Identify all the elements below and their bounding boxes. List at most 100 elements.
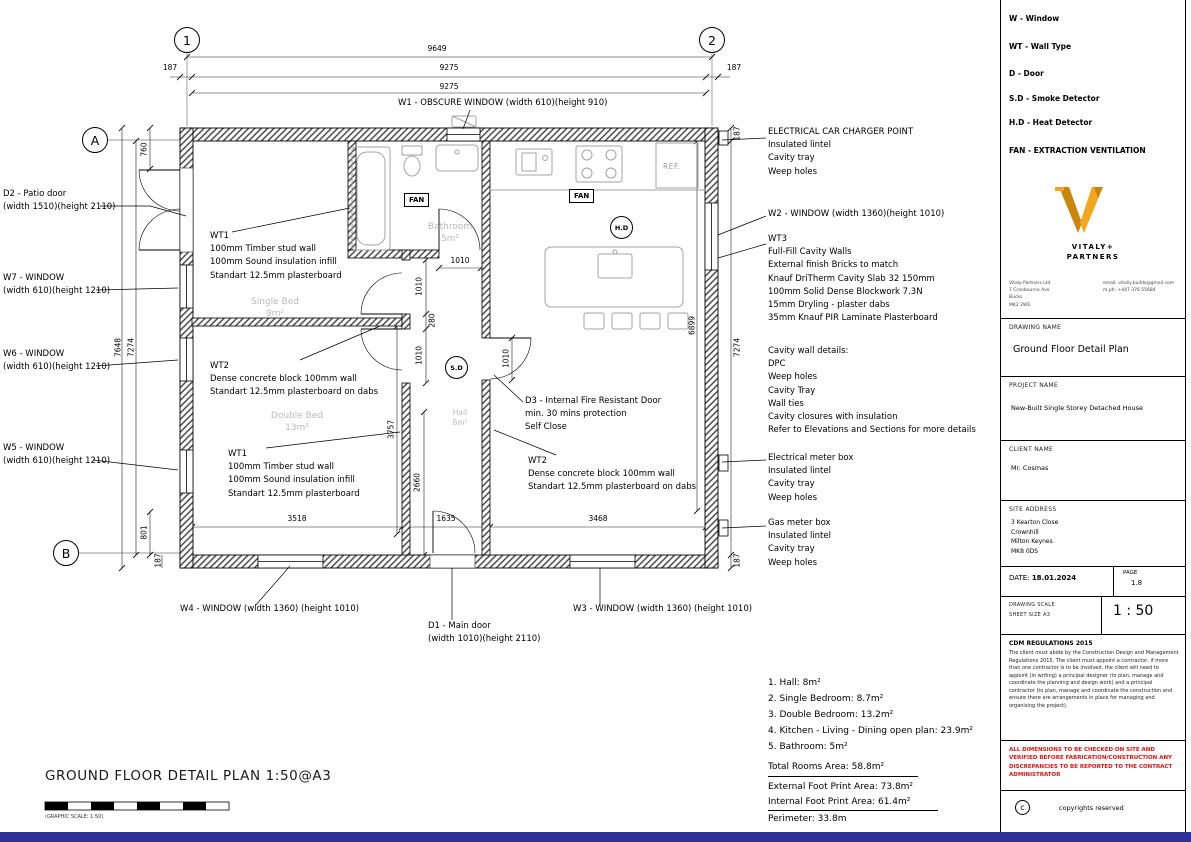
legend-item-fan: FAN - EXTRACTION VENTILATION xyxy=(1009,146,1146,155)
legend-item-smoke-detector: S.D - Smoke Detector xyxy=(1009,94,1100,103)
label-wt2-left: WT2 Dense concrete block 100mm wall Stan… xyxy=(210,361,379,398)
dim-7274-left: 7274 xyxy=(126,337,136,358)
doors xyxy=(138,167,532,569)
room-single-area: 9m² xyxy=(265,309,285,320)
site-address: 3 Kearton Close Crownhill Milton Keynes … xyxy=(1011,519,1059,555)
window-w1 xyxy=(446,127,481,142)
room-double-name: Double Bed xyxy=(270,411,324,421)
tb-divider xyxy=(1001,790,1185,791)
door-bathroom xyxy=(438,208,481,251)
windows xyxy=(179,127,719,569)
dim-6899: 6899 xyxy=(687,315,697,336)
client-name-label: CLIENT NAME xyxy=(1009,446,1054,453)
company-logo xyxy=(1055,187,1103,233)
car-charger-box xyxy=(718,130,729,146)
label-wt1-top: WT1 100mm Timber stud wall 100mm Sound i… xyxy=(210,231,342,281)
label-w7: W7 - WINDOW (width 610)(height 1210) xyxy=(3,273,111,297)
label-w3: W3 - WINDOW (width 1360) (height 1010) xyxy=(573,604,753,614)
tb-cell-divider xyxy=(1113,566,1114,596)
project-name-label: PROJECT NAME xyxy=(1009,382,1058,389)
room-single-name: Single Bed xyxy=(251,297,299,307)
external-walls xyxy=(179,127,719,569)
label-w4: W4 - WINDOW (width 1360) (height 1010) xyxy=(180,604,360,614)
dim-1010-d3: 1010 xyxy=(501,348,511,369)
page-value: 1.8 xyxy=(1131,579,1143,587)
label-w6: W6 - WINDOW (width 610)(height 1210) xyxy=(3,349,111,373)
tb-divider xyxy=(1001,500,1185,501)
title-block: W - Window WT - Wall Type D - Door S.D -… xyxy=(1000,0,1186,832)
scale-value: 1 : 50 xyxy=(1113,603,1154,619)
fridge-label: REF. xyxy=(663,162,681,171)
dim-7648: 7648 xyxy=(113,337,123,358)
tb-divider xyxy=(1001,596,1185,597)
legend-item-heat-detector: H.D - Heat Detector xyxy=(1009,118,1093,127)
dim-9649: 9649 xyxy=(427,44,447,53)
label-gas-meter: Gas meter box Insulated lintel Cavity tr… xyxy=(768,518,831,568)
wall-mounted-boxes xyxy=(718,130,729,537)
label-car-charger: ELECTRICAL CAR CHARGER POINT Insulated l… xyxy=(768,127,914,177)
company-name-line2: PARTNERS xyxy=(1066,253,1120,261)
sheet-size-label: SHEET SIZE A3 xyxy=(1009,612,1051,618)
window-w7 xyxy=(179,264,194,309)
leader-lines xyxy=(92,109,767,620)
dim-801: 801 xyxy=(139,525,149,540)
dim-3468: 3468 xyxy=(588,514,608,523)
dim-9275-b: 9275 xyxy=(439,82,459,91)
dim-1010-bathroom-door: 1010 xyxy=(450,256,470,265)
dim-9275-a: 9275 xyxy=(439,63,459,72)
room-hall-area: 8m² xyxy=(452,418,468,428)
dim-2660: 2660 xyxy=(412,472,422,493)
electric-meter-box xyxy=(718,454,729,472)
kitchen-sink xyxy=(515,148,553,176)
window-w3 xyxy=(569,554,636,569)
copyright-icon: c xyxy=(1015,800,1030,815)
drawing-name: Ground Floor Detail Plan xyxy=(1013,344,1129,355)
door-single-bedroom xyxy=(360,272,403,315)
summary-internal: Internal Foot Print Area: 61.4m² xyxy=(768,797,911,807)
tb-divider xyxy=(1001,440,1185,441)
cdm-text: The client must abide by the Constructio… xyxy=(1009,650,1179,709)
dim-187-top-right: 187 xyxy=(726,63,742,72)
date-value: 18.01.2024 xyxy=(1031,574,1077,582)
door-d2-patio xyxy=(138,167,194,253)
grid-bubble-2: 2 xyxy=(699,27,725,53)
label-d2: D2 - Patio door (width 1510)(height 2110… xyxy=(3,189,116,213)
label-w1: W1 - OBSCURE WINDOW (width 610)(height 9… xyxy=(398,98,608,108)
copyright-text: copyrights reserved xyxy=(1059,804,1124,812)
label-electric-meter: Electrical meter box Insulated lintel Ca… xyxy=(768,453,854,503)
summary-item-hall: 1. Hall: 8m² xyxy=(768,678,821,688)
dim-7274-right: 7274 xyxy=(732,337,742,358)
summary-divider-1 xyxy=(768,776,918,777)
label-wt2-right: WT2 Dense concrete block 100mm wall Stan… xyxy=(528,456,697,493)
label-d1: D1 - Main door (width 1010)(height 2110) xyxy=(428,621,541,645)
window-w5 xyxy=(179,449,194,494)
label-d3: D3 - Internal Fire Resistant Door min. 3… xyxy=(525,396,662,433)
dim-3757: 3757 xyxy=(386,419,396,440)
date-label: DATE: xyxy=(1009,574,1030,582)
dim-3518: 3518 xyxy=(287,514,307,523)
legend-item-window: W - Window xyxy=(1009,14,1060,23)
tb-divider xyxy=(1001,634,1185,635)
room-hall-name: Hall xyxy=(452,408,468,417)
label-cavity-details: Cavity wall details: DPC Weep holes Cavi… xyxy=(768,346,976,436)
door-d3-fire xyxy=(489,337,532,380)
summary-item-kitchen: 4. Kitchen - Living - Dining open plan: … xyxy=(768,726,973,736)
fan-badge-bathroom: FAN xyxy=(404,193,430,207)
dim-187-bottom-left: 187 xyxy=(153,553,163,568)
tb-divider xyxy=(1001,318,1185,319)
toilet xyxy=(401,145,423,177)
fixtures-furniture xyxy=(351,115,705,330)
hob xyxy=(575,145,623,183)
door-d1-main xyxy=(429,510,476,569)
tb-divider xyxy=(1001,740,1185,741)
dim-187-top-left: 187 xyxy=(162,63,178,72)
summary-divider-2 xyxy=(768,810,938,811)
dim-187-right-top: 187 xyxy=(732,126,742,141)
grid-bubble-1: 1 xyxy=(174,27,200,53)
room-bathroom-area: 5m² xyxy=(440,234,460,245)
dim-1635: 1635 xyxy=(436,514,456,523)
company-contact: email: vitaliy.builds@gmail.com m.ph: +4… xyxy=(1103,281,1175,294)
